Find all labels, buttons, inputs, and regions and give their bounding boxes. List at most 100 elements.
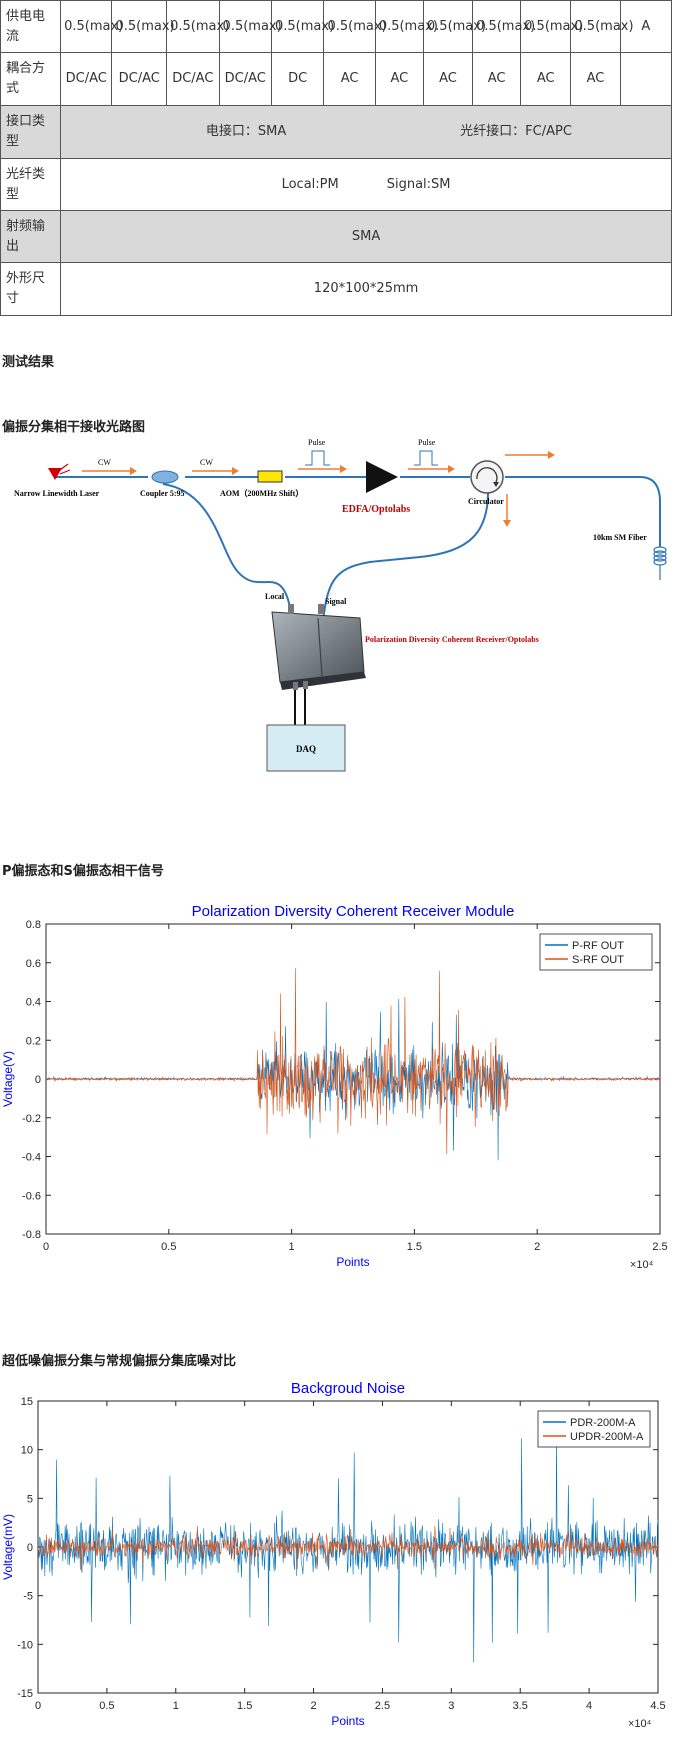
cell: DC/AC	[111, 52, 168, 106]
row-label: 供电电流	[0, 0, 62, 53]
y-tick-label: -0.4	[22, 1152, 41, 1164]
row-coupling: 耦合方式 DC/AC DC/AC DC/AC DC/AC DC AC AC AC…	[0, 52, 673, 106]
x-axis-label: Points	[331, 1714, 364, 1728]
fiber-interface: 光纤接口：FC/APC	[460, 124, 572, 139]
signal-fiber: Signal:SM	[386, 176, 451, 192]
series-line-1	[46, 968, 660, 1155]
chart-title: Polarization Diversity Coherent Receiver…	[192, 903, 515, 920]
x-tick-label: 3	[448, 1700, 454, 1712]
row-label: 接口类型	[0, 105, 62, 159]
return-arrow-head	[503, 520, 511, 527]
circulator-arrow-head	[493, 482, 499, 487]
cw-arrow-head	[130, 467, 137, 475]
cell: DC/AC	[218, 52, 273, 106]
section-results: 测试结果	[2, 355, 55, 370]
pulse-shape-icon	[414, 450, 438, 466]
x-tick-label: 1.5	[407, 1241, 422, 1253]
x-tick-label: 2	[310, 1700, 316, 1712]
row-dimensions: 外形尺寸 120*100*25mm	[0, 262, 672, 316]
cell: 0.5(max)	[374, 0, 438, 53]
fiber-signal	[319, 491, 489, 641]
row-rf-output: 射频输出 SMA	[0, 210, 672, 263]
cell: AC	[374, 52, 424, 106]
rf-output-cell: SMA	[60, 210, 672, 263]
cell: DC/AC	[166, 52, 220, 106]
spec-table: 供电电流 0.5(max) 0.5(max) 0.5(max) 0.5(max)…	[0, 0, 673, 316]
cell: AC	[570, 52, 621, 106]
optical-path-diagram: Narrow Linewidth Laser Coupler 5:95 CW C…	[14, 438, 667, 772]
dimensions-cell: 120*100*25mm	[60, 262, 672, 316]
x-exponent-label: ×10⁴	[628, 1718, 652, 1730]
cell: 0.5(max)	[166, 0, 229, 53]
legend-label: P-RF OUT	[572, 940, 624, 952]
section-diagram-title: 偏振分集相干接收光路图	[2, 420, 146, 435]
cell: AC	[323, 52, 376, 106]
row-label: 外形尺寸	[0, 262, 62, 316]
series-group	[38, 1433, 658, 1663]
cw-arrow-head	[232, 467, 239, 475]
daq-box	[266, 724, 346, 772]
cell: AC	[520, 52, 572, 106]
y-tick-label: 0	[35, 1074, 41, 1086]
cell: DC	[270, 52, 325, 106]
y-tick-label: 15	[21, 1396, 33, 1408]
legend-label: UPDR-200M-A	[570, 1431, 644, 1443]
laser-label: Narrow Linewidth Laser	[14, 489, 100, 498]
laser-emission-icon	[59, 469, 71, 475]
y-axis-label: Voltage(mV)	[1, 1514, 15, 1580]
fiber-spool-icon	[653, 546, 667, 580]
chart-title: Backgroud Noise	[291, 1380, 405, 1397]
receiver-module-icon	[271, 604, 366, 690]
x-tick-label: 2	[534, 1241, 540, 1253]
row-label: 射频输出	[0, 210, 62, 263]
y-tick-label: -5	[23, 1591, 33, 1603]
x-tick-label: 0	[35, 1700, 41, 1712]
x-tick-label: 0.5	[99, 1700, 114, 1712]
laser-emission-icon	[59, 463, 69, 471]
local-fiber: Local:PM	[281, 176, 339, 192]
legend-box	[539, 933, 653, 971]
y-axis-label: Voltage(V)	[1, 1051, 15, 1107]
row-supply-current: 供电电流 0.5(max) 0.5(max) 0.5(max) 0.5(max)…	[0, 0, 673, 53]
cell: AC	[472, 52, 522, 106]
x-tick-label: 1.5	[237, 1700, 252, 1712]
pulse-shape-icon	[305, 450, 330, 466]
x-tick-label: 0	[43, 1241, 49, 1253]
circulator-icon	[470, 460, 504, 494]
x-axis-label: Points	[336, 1255, 369, 1269]
fiber-local	[162, 483, 293, 641]
cell	[619, 52, 673, 106]
cell: 0.5(max)	[323, 0, 387, 53]
y-tick-label: -10	[17, 1639, 33, 1651]
circulator-arrow-icon	[476, 467, 498, 483]
y-tick-label: -0.8	[22, 1229, 41, 1241]
x-tick-label: 4	[586, 1700, 592, 1712]
signal-label: Signal	[325, 597, 347, 606]
cell: A	[619, 0, 673, 53]
y-tick-label: 0.8	[26, 919, 41, 931]
x-tick-label: 1	[289, 1241, 295, 1253]
legend-label: S-RF OUT	[572, 954, 624, 966]
cell: 0.5(max)	[270, 0, 334, 53]
receiver-label: Polarization Diversity Coherent Receiver…	[365, 635, 539, 644]
cw-label: CW	[98, 458, 111, 467]
cell: 0.5(max)	[60, 0, 123, 53]
coupler-icon	[151, 470, 179, 484]
cell: AC	[422, 52, 474, 106]
signal-chart: Polarization Diversity Coherent Receiver…	[1, 903, 668, 1271]
y-tick-label: 0.2	[26, 1035, 41, 1047]
aom-label: AOM（200MHz Shift）	[220, 488, 303, 498]
cell: 0.5(max)	[472, 0, 535, 53]
daq-label: DAQ	[296, 744, 316, 754]
section-signal-title: P偏振态和S偏振态相干信号	[2, 864, 164, 879]
circulator-label: Circulator	[468, 497, 504, 506]
section-noise-title: 超低噪偏振分集与常规偏振分集底噪对比	[2, 1354, 237, 1369]
pulse-arrow-head	[448, 465, 455, 473]
output-arrow-head	[548, 451, 555, 459]
edfa-amplifier-icon	[366, 461, 398, 493]
x-tick-label: 4.5	[650, 1700, 665, 1712]
legend-box	[537, 1410, 651, 1448]
edfa-label: EDFA/Optolabs	[342, 504, 410, 515]
